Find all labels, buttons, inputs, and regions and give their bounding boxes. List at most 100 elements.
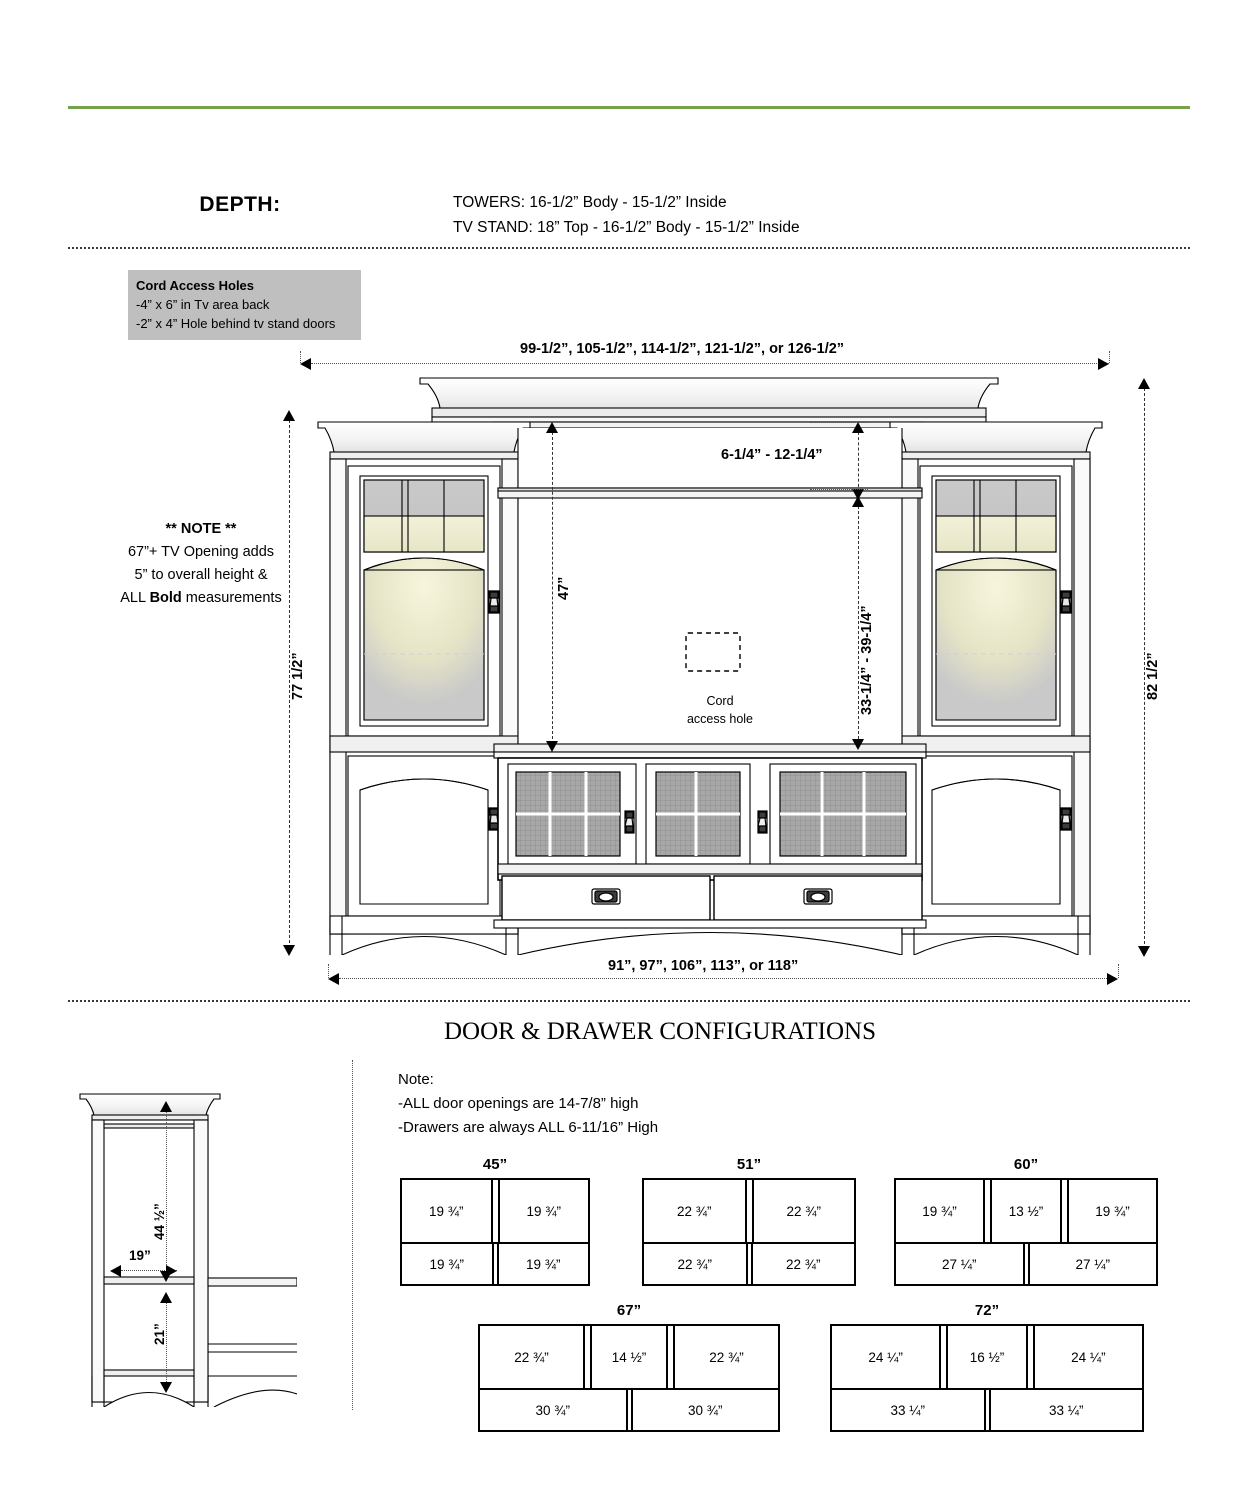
config-45-door-divider — [490, 1180, 500, 1242]
config-45-drawer-divider — [491, 1244, 499, 1284]
config-67-box: 22 ¾” 14 ½” 22 ¾” 30 ¾” 30 ¾” — [478, 1324, 780, 1432]
config-60-box: 19 ¾” 13 ½” 19 ¾” 27 ¼” 27 ¼” — [894, 1178, 1158, 1286]
config-67-doors-row: 22 ¾” 14 ½” 22 ¾” — [480, 1326, 778, 1388]
config-60-drawer-divider — [1022, 1244, 1030, 1284]
config-51-door-divider — [744, 1180, 754, 1242]
config-67: 67” 22 ¾” 14 ½” 22 ¾” 30 ¾” 30 ¾” — [478, 1302, 780, 1432]
config-72-door-divider-1 — [939, 1326, 949, 1388]
config-72-drawer-2: 33 ¼” — [1048, 1402, 1084, 1418]
dim-side-upper-height-line — [160, 1101, 172, 1283]
config-72-door-2: 16 ½” — [969, 1349, 1005, 1365]
dim-overall-height-line — [1138, 378, 1150, 958]
depth-towers-line: TOWERS: 16-1/2” Body - 15-1/2” Inside — [453, 194, 727, 211]
dim-side-inside-width-line — [110, 1264, 188, 1278]
depth-label: DEPTH: — [199, 193, 281, 216]
config-72-title: 72” — [974, 1302, 1000, 1319]
dim-gap-extension-top — [810, 422, 868, 423]
cord-box-line-2: -2” x 4” Hole behind tv stand doors — [136, 316, 336, 331]
config-51-drawer-2: 22 ¾” — [785, 1256, 821, 1272]
dim-tv-opening-range-line — [852, 496, 864, 752]
config-72-door-1: 24 ¼” — [868, 1349, 903, 1365]
config-45-box: 19 ¾” 19 ¾” 19 ¾” 19 ¾” — [400, 1178, 590, 1286]
note-line3-bold: Bold — [149, 590, 182, 606]
dim-bottom-width-label: 91”, 97”, 106”, 113”, or 118” — [608, 958, 799, 974]
dim-tv-opening-47-line — [546, 422, 558, 752]
cord-box-line-1: -4” x 6” in Tv area back — [136, 297, 270, 312]
config-51-title: 51” — [736, 1156, 762, 1173]
config-51-drawer-1: 22 ¾” — [677, 1256, 713, 1272]
config-72: 72” 24 ¼” 16 ½” 24 ¼” 33 ¼” 33 ¼” — [830, 1302, 1144, 1432]
dim-side-inside-width-label: 19” — [129, 1248, 151, 1263]
config-67-door-3: 22 ¾” — [709, 1349, 744, 1365]
config-67-title: 67” — [616, 1302, 642, 1319]
note-block: ** NOTE ** 67”+ TV Opening adds 5” to ov… — [96, 518, 306, 610]
entertainment-center-elevation — [317, 377, 1103, 955]
dd-note-line-1: -ALL door openings are 14-7/8” high — [398, 1095, 639, 1112]
config-60-door-3: 19 ¾” — [1095, 1203, 1130, 1219]
config-67-drawers-row: 30 ¾” 30 ¾” — [480, 1388, 778, 1430]
door-drawer-section-title: DOOR & DRAWER CONFIGURATIONS — [443, 1018, 877, 1045]
config-60-door-divider-2 — [1059, 1180, 1069, 1242]
note-line3-pre: ALL — [120, 590, 150, 606]
config-67-door-divider-1 — [582, 1326, 592, 1388]
config-67-drawer-1: 30 ¾” — [535, 1402, 571, 1418]
dd-note-label: Note: — [398, 1071, 434, 1088]
config-60-doors-row: 19 ¾” 13 ½” 19 ¾” — [896, 1180, 1156, 1242]
config-45: 45” 19 ¾” 19 ¾” 19 ¾” 19 ¾” — [400, 1156, 590, 1286]
config-51: 51” 22 ¾” 22 ¾” 22 ¾” 22 ¾” — [642, 1156, 856, 1286]
config-51-box: 22 ¾” 22 ¾” 22 ¾” 22 ¾” — [642, 1178, 856, 1286]
tower-side-view — [79, 1093, 297, 1407]
config-72-drawer-1: 33 ¼” — [890, 1402, 926, 1418]
config-72-door-divider-2 — [1025, 1326, 1035, 1388]
cord-callout-line-1: Cord — [706, 694, 734, 708]
dim-top-width-label: 99-1/2”, 105-1/2”, 114-1/2”, 121-1/2”, o… — [520, 341, 845, 357]
dd-note-line-2: -Drawers are always ALL 6-11/16” High — [398, 1119, 659, 1136]
config-60-drawers-row: 27 ¼” 27 ¼” — [896, 1242, 1156, 1284]
note-line3-post: measurements — [181, 590, 282, 606]
depth-tvstand-line: TV STAND: 18” Top - 16-1/2” Body - 15-1/… — [453, 219, 800, 236]
dim-top-width-line — [300, 351, 1120, 371]
config-60-drawer-2: 27 ¼” — [1075, 1256, 1111, 1272]
cord-access-holes-box: Cord Access Holes -4” x 6” in Tv area ba… — [128, 270, 361, 340]
dim-bottom-width-line — [328, 964, 1128, 986]
config-60-door-1: 19 ¾” — [922, 1203, 957, 1219]
dim-side-lower-height-line — [160, 1292, 172, 1394]
note-line-3: ALL Bold measurements — [96, 587, 306, 610]
depth-spec-block: TOWERS: 16-1/2” Body - 15-1/2” Inside TV… — [453, 190, 800, 240]
note-line-1: 67”+ TV Opening adds — [127, 544, 275, 560]
config-51-door-2: 22 ¾” — [786, 1203, 822, 1219]
config-67-door-divider-2 — [666, 1326, 676, 1388]
config-51-drawer-divider — [745, 1244, 753, 1284]
config-51-drawers-row: 22 ¾” 22 ¾” — [644, 1242, 854, 1284]
cord-access-hole-callout: Cord access hole — [655, 692, 785, 728]
config-60-drawer-1: 27 ¼” — [941, 1256, 977, 1272]
cord-callout-line-2: access hole — [686, 712, 753, 726]
config-60-door-divider-1 — [983, 1180, 993, 1242]
separator-top — [68, 247, 1190, 249]
dim-tower-height-line — [283, 410, 295, 957]
note-heading: ** NOTE ** — [165, 521, 237, 537]
green-accent-rule — [68, 106, 1190, 109]
config-45-drawer-2: 19 ¾” — [525, 1256, 561, 1272]
side-view-divider — [352, 1060, 353, 1410]
dim-tv-top-gap-label: 6-1/4” - 12-1/4” — [721, 447, 823, 463]
separator-bottom — [68, 1000, 1190, 1002]
config-67-door-2: 14 ½” — [611, 1349, 647, 1365]
door-drawer-note: Note: -ALL door openings are 14-7/8” hig… — [398, 1068, 658, 1140]
config-45-title: 45” — [482, 1156, 508, 1173]
config-45-drawer-1: 19 ¾” — [429, 1256, 465, 1272]
config-60-title: 60” — [1013, 1156, 1039, 1173]
dim-tv-opening-47-label: 47” — [556, 576, 572, 600]
config-45-drawers-row: 19 ¾” 19 ¾” — [402, 1242, 588, 1284]
config-51-door-1: 22 ¾” — [676, 1203, 712, 1219]
config-45-door-2: 19 ¾” — [526, 1203, 562, 1219]
note-line-2: 5” to overall height & — [134, 567, 268, 583]
config-60: 60” 19 ¾” 13 ½” 19 ¾” 27 ¼” 27 ¼” — [894, 1156, 1158, 1286]
config-67-drawer-divider — [625, 1390, 633, 1430]
cord-box-title: Cord Access Holes — [136, 278, 255, 293]
config-51-doors-row: 22 ¾” 22 ¾” — [644, 1180, 854, 1242]
config-72-door-3: 24 ¼” — [1071, 1349, 1106, 1365]
config-60-door-2: 13 ½” — [1008, 1203, 1044, 1219]
config-67-door-1: 22 ¾” — [514, 1349, 549, 1365]
config-72-drawers-row: 33 ¼” 33 ¼” — [832, 1388, 1142, 1430]
